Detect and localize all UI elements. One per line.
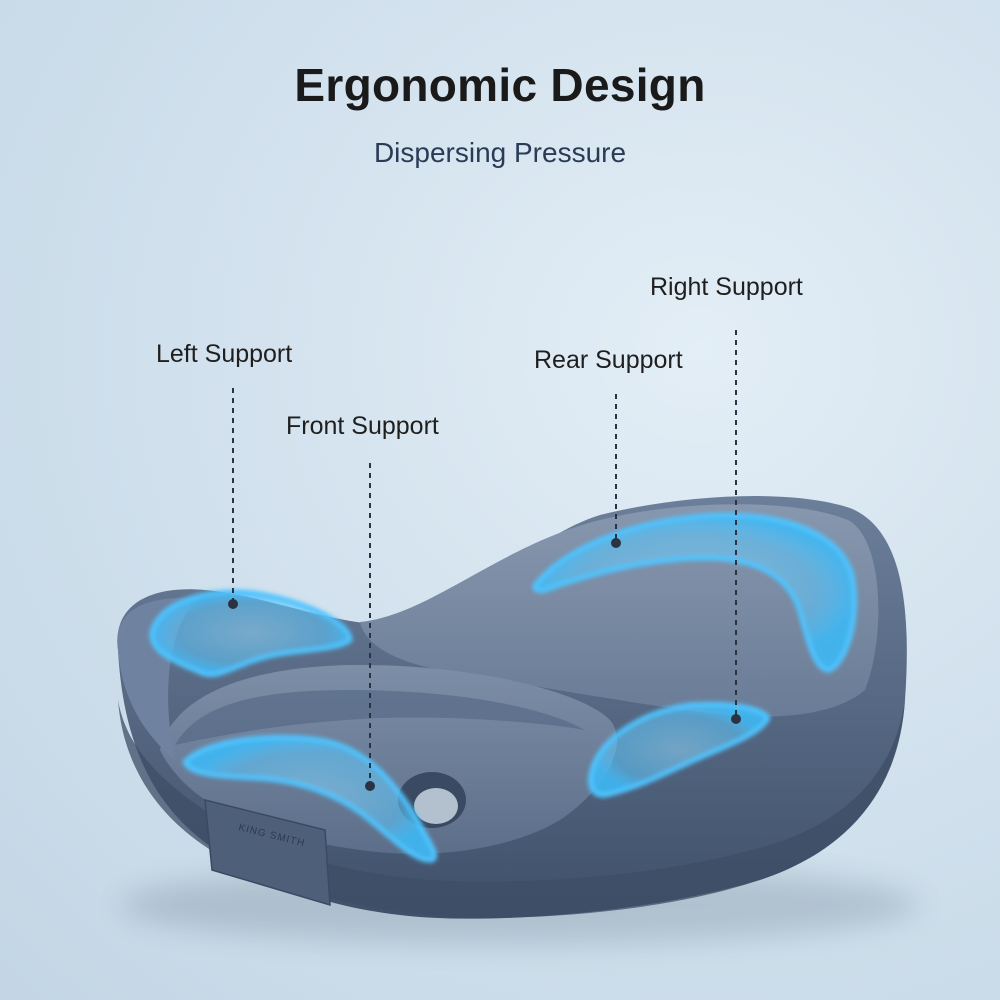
- right-support-label: Right Support: [650, 273, 803, 301]
- left-support-highlight: [149, 589, 353, 678]
- left-support-label: Left Support: [156, 340, 293, 368]
- page-subtitle: Dispersing Pressure: [373, 137, 627, 168]
- left-support-dot: [228, 599, 238, 609]
- right-support-highlight: [588, 701, 771, 798]
- front-support-label: Front Support: [286, 412, 439, 440]
- right-support-dot: [731, 714, 741, 724]
- front-rim: [117, 597, 200, 760]
- rear-support-dot: [611, 538, 621, 548]
- tailbone-hole-opening: [414, 788, 458, 824]
- page-title: Ergonomic Design: [294, 59, 706, 111]
- front-support-highlight: [182, 734, 438, 863]
- brand-plate: [204, 799, 331, 907]
- rear-support-highlight: [532, 512, 857, 673]
- rear-support-label: Rear Support: [534, 346, 683, 374]
- front-support-dot: [365, 781, 375, 791]
- seat-inner-shade: [175, 690, 585, 745]
